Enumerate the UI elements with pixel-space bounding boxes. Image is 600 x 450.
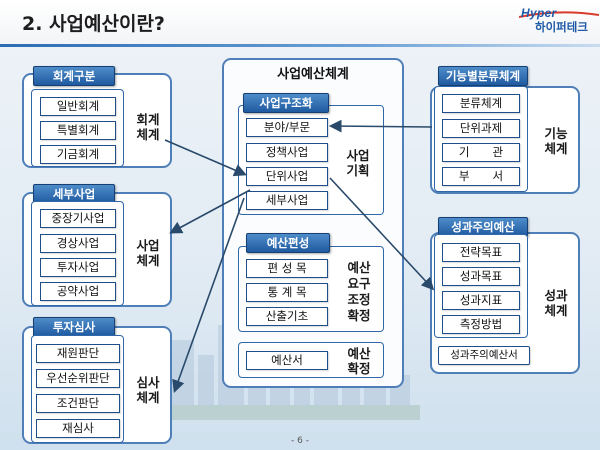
performance-item-strategic-goal: 전략목표 [442,243,520,262]
investment-review-item-rereview: 재심사 [36,419,120,438]
functional-item-unit-task: 단위과제 [442,119,520,138]
accounting-item-special: 특별회계 [40,121,116,140]
detail-project-item-current: 경상사업 [40,234,116,253]
page-number: - 6 - [291,436,309,446]
budget-compilation-header: 예산편성 [246,233,330,253]
accounting-header: 회계구분 [33,66,115,86]
arrow-unit-task-to-field [328,119,433,133]
functional-item-agency: 기 관 [442,143,520,162]
logo-swoosh-icon [519,11,599,18]
budget-compilation-item-basis: 산출기초 [246,307,328,326]
project-structure-item-unit: 단위사업 [246,167,328,186]
project-structure-item-policy: 정책사업 [246,143,328,162]
performance-budget-document: 성과주의예산서 [438,346,530,365]
arrow-unit-to-investment-review [172,197,245,394]
project-structure-header: 사업구조화 [243,93,329,113]
functional-classification-header: 기능별분류체계 [438,66,528,86]
performance-item-method: 측정방법 [442,315,520,334]
company-logo-text: Hyper [521,6,557,20]
title-bar [0,0,600,46]
investment-review-item-priority: 우선순위판단 [36,369,120,388]
budget-compilation-item-category: 편 성 목 [246,259,328,278]
detail-project-header: 세부사업 [33,184,115,204]
company-logo-korean: 하이퍼테크 [535,20,588,34]
project-structure-item-field: 분야/부문 [246,118,328,137]
detail-project-item-longterm: 중장기사업 [40,209,116,228]
performance-budget-header: 성과주의예산 [438,217,528,237]
detail-project-item-investment: 투자사업 [40,258,116,277]
performance-item-performance-goal: 성과목표 [442,267,520,286]
title-underline [0,44,600,47]
arrow-unit-project-to-performance [329,177,435,291]
budget-compilation-item-stat: 통 계 목 [246,283,328,302]
functional-item-department: 부 서 [442,167,520,186]
arrow-accounting-to-unit-project [164,139,247,177]
investment-review-item-condition: 조건판단 [36,394,120,413]
arrow-unit-to-detail-project [169,189,251,234]
budget-doc-item: 예산서 [246,351,328,370]
page-title: 2. 사업예산이란? [22,13,165,35]
investment-review-item-funding: 재원판단 [36,344,120,363]
investment-review-header: 투자심사 [33,317,115,337]
performance-item-indicator: 성과지표 [442,291,520,310]
project-budget-system-title: 사업예산체계 [277,67,349,82]
accounting-item-general: 일반회계 [40,97,116,116]
detail-project-item-pledge: 공약사업 [40,282,116,301]
accounting-item-fund: 기금회계 [40,145,116,164]
functional-item-system: 분류체계 [442,94,520,113]
project-structure-item-detail: 세부사업 [246,191,328,210]
